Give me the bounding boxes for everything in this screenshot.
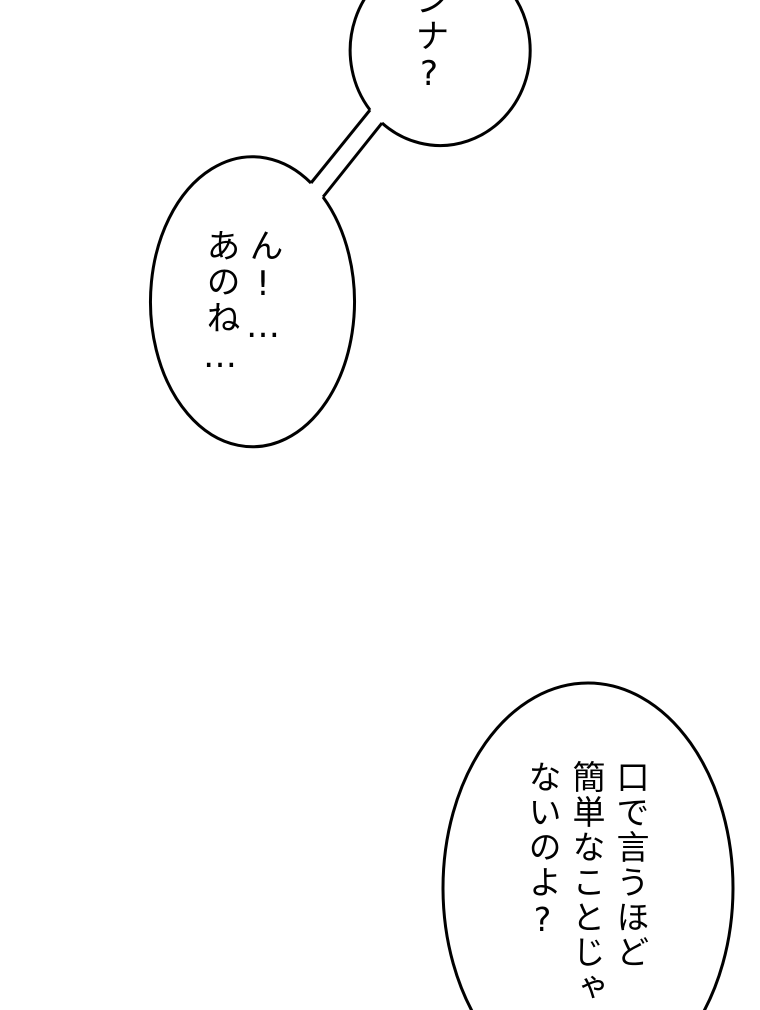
- bubble-connector: [309, 109, 384, 198]
- top-bubble-line-1: ンナ?: [409, 0, 449, 96]
- bottom-bubble-line-2: 簡単なことじゃ: [567, 760, 606, 1005]
- middle-bubble-line-2: あのね…: [200, 228, 240, 378]
- bottom-bubble-line-1: 口で言うほど: [611, 760, 650, 970]
- middle-bubble-line-1: ん!…: [243, 228, 283, 348]
- bottom-speech-bubble: [441, 681, 735, 1010]
- bottom-bubble-line-3: ないのよ?: [523, 760, 562, 941]
- top-speech-bubble: [348, 0, 532, 147]
- middle-speech-bubble: [149, 155, 356, 449]
